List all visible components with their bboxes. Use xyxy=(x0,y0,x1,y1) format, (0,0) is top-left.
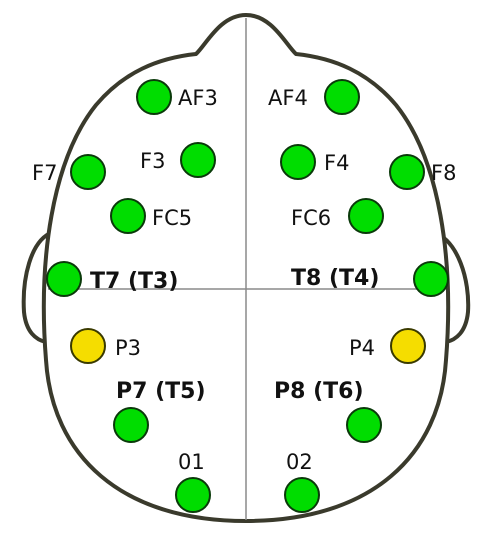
right-ear xyxy=(431,230,471,344)
electrode-f8-dot xyxy=(389,154,425,190)
left-ear xyxy=(21,230,55,344)
electrode-f3-dot xyxy=(180,142,216,178)
electrode-f7: F7 xyxy=(32,154,106,190)
electrode-t7-label: T7 (T3) xyxy=(90,269,178,294)
electrode-o2-label: 02 xyxy=(286,450,313,474)
electrode-af3-label: AF3 xyxy=(178,86,218,110)
electrode-t8: T8 (T4) xyxy=(291,261,449,297)
electrode-o1: 01 xyxy=(175,450,211,513)
electrode-p3-dot xyxy=(70,328,106,364)
electrode-f7-dot xyxy=(70,154,106,190)
electrode-p7: P7 (T5) xyxy=(113,379,206,443)
electrode-p4-dot xyxy=(390,328,426,364)
electrode-f4-dot xyxy=(280,144,316,180)
electrode-o1-dot xyxy=(175,477,211,513)
electrode-af3-dot xyxy=(136,79,172,115)
electrode-p3: P3 xyxy=(70,328,141,364)
electrode-t8-dot xyxy=(413,261,449,297)
electrode-f8: F8 xyxy=(389,154,456,190)
electrode-fc6: FC6 xyxy=(291,198,384,234)
electrode-af3: AF3 xyxy=(136,79,218,115)
electrode-fc6-dot xyxy=(348,198,384,234)
electrode-af4: AF4 xyxy=(268,79,360,115)
electrode-f4: F4 xyxy=(280,144,349,180)
electrode-f7-label: F7 xyxy=(32,161,57,185)
electrode-p3-label: P3 xyxy=(115,336,141,360)
electrode-fc5-dot xyxy=(110,198,146,234)
electrode-p4-label: P4 xyxy=(349,336,375,360)
electrode-o2-dot xyxy=(284,477,320,513)
electrode-f3: F3 xyxy=(140,142,216,178)
electrode-af4-label: AF4 xyxy=(268,86,308,110)
electrode-f4-label: F4 xyxy=(324,151,349,175)
electrode-p7-label: P7 (T5) xyxy=(116,379,206,404)
electrode-t7-dot xyxy=(46,261,82,297)
electrode-fc5: FC5 xyxy=(110,198,192,234)
electrode-o1-label: 01 xyxy=(178,450,205,474)
electrode-t8-label: T8 (T4) xyxy=(291,266,379,291)
electrode-f3-label: F3 xyxy=(140,149,165,173)
electrode-af4-dot xyxy=(324,79,360,115)
electrode-p8: P8 (T6) xyxy=(274,379,382,443)
electrode-f8-label: F8 xyxy=(431,161,456,185)
electrode-p8-dot xyxy=(346,407,382,443)
electrode-p8-label: P8 (T6) xyxy=(274,379,364,404)
electrode-p4: P4 xyxy=(349,328,426,364)
electrode-fc6-label: FC6 xyxy=(291,206,331,230)
electrode-t7: T7 (T3) xyxy=(46,261,178,297)
electrode-o2: 02 xyxy=(284,450,320,513)
electrode-fc5-label: FC5 xyxy=(152,206,192,230)
electrode-p7-dot xyxy=(113,407,149,443)
